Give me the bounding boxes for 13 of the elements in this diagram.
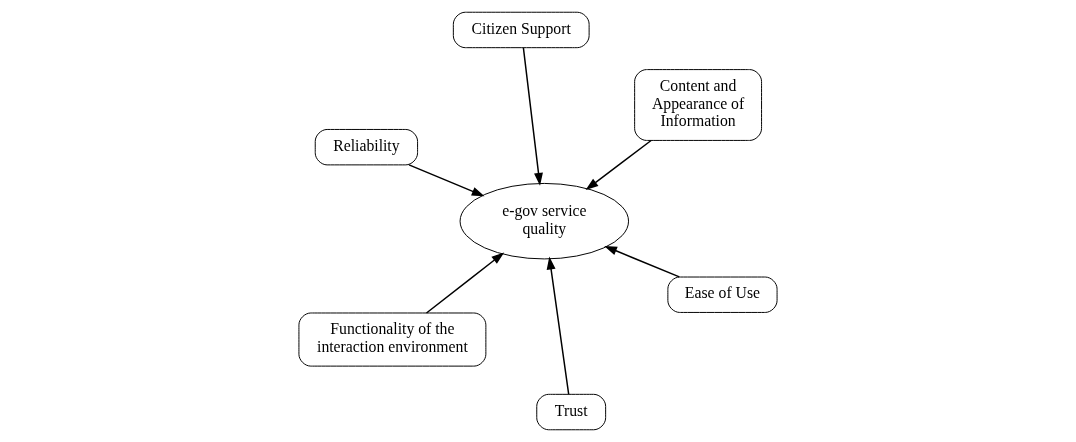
node-box: Ease of Use [667, 276, 778, 313]
arrow [408, 164, 485, 197]
node-box: Reliability [314, 128, 419, 166]
node-box: Trust [536, 393, 607, 431]
arrow [546, 256, 570, 395]
node-box: Citizen Support [452, 11, 590, 49]
node-ellipse: e-gov service quality [459, 182, 630, 260]
node-box: Content and Appearance of Information [634, 69, 763, 141]
arrow [585, 139, 652, 191]
arrow [425, 252, 505, 314]
arrow [604, 245, 681, 278]
arrow [522, 47, 543, 186]
node-box: Functionality of the interaction environment [298, 312, 487, 367]
